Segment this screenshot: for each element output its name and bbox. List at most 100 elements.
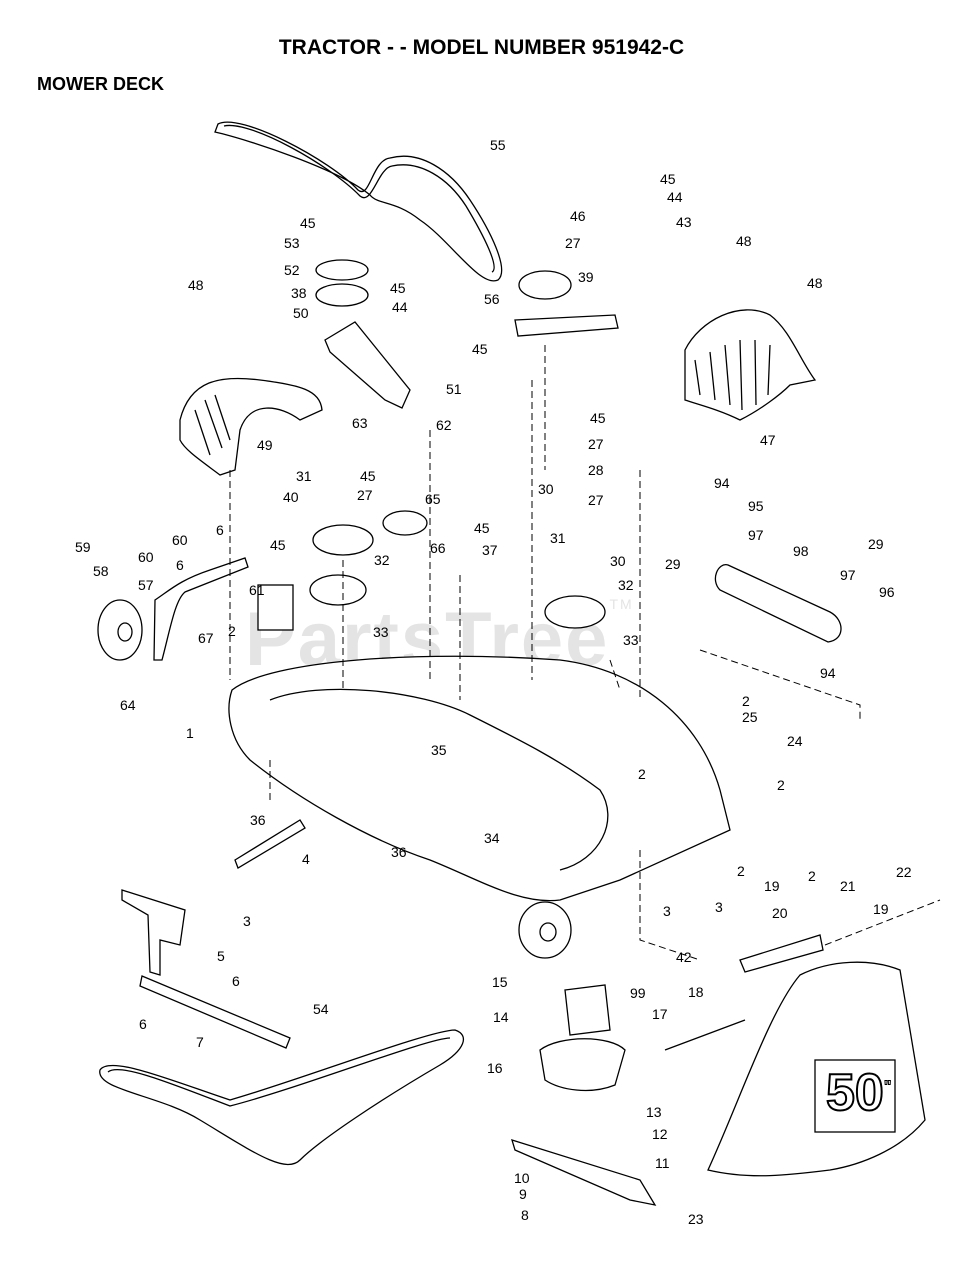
callout-48: 48 <box>188 277 204 293</box>
callout-23: 23 <box>688 1211 704 1227</box>
callout-54: 54 <box>313 1001 329 1017</box>
callout-28: 28 <box>588 462 604 478</box>
page-title: TRACTOR - - MODEL NUMBER 951942-C <box>278 36 685 59</box>
callout-65: 65 <box>425 491 441 507</box>
callout-29: 29 <box>665 556 681 572</box>
decal-outline <box>814 1059 896 1133</box>
chute-bracket <box>739 934 824 973</box>
callout-60: 60 <box>172 532 188 548</box>
callout-37: 37 <box>482 542 498 558</box>
belt-guard-left-ribs <box>194 394 231 456</box>
callout-67: 67 <box>198 630 214 646</box>
front-link <box>139 975 291 1049</box>
callout-46: 46 <box>570 208 586 224</box>
mower-blade <box>511 1139 657 1206</box>
callout-45: 45 <box>300 215 316 231</box>
discharge-chute <box>707 961 926 1177</box>
gauge-wheel-arm <box>153 557 249 661</box>
callout-49: 49 <box>257 437 273 453</box>
callout-27: 27 <box>588 436 604 452</box>
belt-guard-right <box>684 309 817 421</box>
callout-44: 44 <box>667 189 683 205</box>
callout-38: 38 <box>291 285 307 301</box>
callout-51: 51 <box>446 381 462 397</box>
callout-45: 45 <box>472 341 488 357</box>
callout-2: 2 <box>777 777 785 793</box>
pulley-53 <box>315 259 369 281</box>
deck-size-value: 50 <box>825 1063 885 1123</box>
callout-16: 16 <box>487 1060 503 1076</box>
pulley-32-left <box>309 574 367 606</box>
callout-36: 36 <box>391 844 407 860</box>
callout-20: 20 <box>772 905 788 921</box>
pulley-39 <box>518 270 572 300</box>
callout-6: 6 <box>232 973 240 989</box>
belt-guard-right-ribs <box>694 339 771 411</box>
idler-arm <box>514 314 619 337</box>
callout-33: 33 <box>373 624 389 640</box>
callout-27: 27 <box>565 235 581 251</box>
gauge-wheel-front-hub <box>539 922 557 942</box>
callout-10: 10 <box>514 1170 530 1186</box>
mower-deck-inner <box>269 688 609 871</box>
mounting-plate <box>257 584 294 631</box>
callout-2: 2 <box>228 623 236 639</box>
spindle-housing <box>564 984 611 1036</box>
callout-50: 50 <box>293 305 309 321</box>
callout-32: 32 <box>374 552 390 568</box>
section-title: MOWER DECK <box>37 74 164 94</box>
callout-45: 45 <box>590 410 606 426</box>
callout-30: 30 <box>538 481 554 497</box>
callout-7: 7 <box>196 1034 204 1050</box>
belt-lower-inner <box>107 1037 451 1107</box>
callout-25: 25 <box>742 709 758 725</box>
callout-9: 9 <box>519 1186 527 1202</box>
callout-53: 53 <box>284 235 300 251</box>
callout-4: 4 <box>302 851 310 867</box>
callout-97: 97 <box>748 527 764 543</box>
callout-42: 42 <box>676 949 692 965</box>
callout-64: 64 <box>120 697 136 713</box>
callout-59: 59 <box>75 539 91 555</box>
callout-6: 6 <box>139 1016 147 1032</box>
idler-bracket <box>324 321 411 409</box>
callout-30: 30 <box>610 553 626 569</box>
callout-45: 45 <box>660 171 676 187</box>
callout-31: 31 <box>550 530 566 546</box>
callout-5: 5 <box>217 948 225 964</box>
callout-27: 27 <box>357 487 373 503</box>
callout-21: 21 <box>840 878 856 894</box>
callout-63: 63 <box>352 415 368 431</box>
deck-link <box>234 819 306 869</box>
callout-3: 3 <box>663 903 671 919</box>
callout-2: 2 <box>808 868 816 884</box>
callout-48: 48 <box>807 275 823 291</box>
belt-upper <box>214 121 503 282</box>
callout-58: 58 <box>93 563 109 579</box>
deck-size-decal: 50" <box>825 1063 892 1123</box>
watermark-trademark: TM <box>609 596 634 612</box>
callout-97: 97 <box>840 567 856 583</box>
callout-35: 35 <box>431 742 447 758</box>
callout-18: 18 <box>688 984 704 1000</box>
callout-45: 45 <box>390 280 406 296</box>
callout-2: 2 <box>737 863 745 879</box>
belt-lower <box>99 1029 465 1165</box>
callout-32: 32 <box>618 577 634 593</box>
callout-99: 99 <box>630 985 646 1001</box>
belt-guard-left <box>179 377 323 476</box>
callout-11: 11 <box>655 1155 670 1171</box>
callout-96: 96 <box>879 584 895 600</box>
callout-33: 33 <box>623 632 639 648</box>
callout-22: 22 <box>896 864 912 880</box>
callout-3: 3 <box>243 913 251 929</box>
callout-95: 95 <box>748 498 764 514</box>
callout-2: 2 <box>638 766 646 782</box>
callout-2: 2 <box>742 693 750 709</box>
callout-34: 34 <box>484 830 500 846</box>
callout-12: 12 <box>652 1126 668 1142</box>
callout-15: 15 <box>492 974 508 990</box>
callout-56: 56 <box>484 291 500 307</box>
